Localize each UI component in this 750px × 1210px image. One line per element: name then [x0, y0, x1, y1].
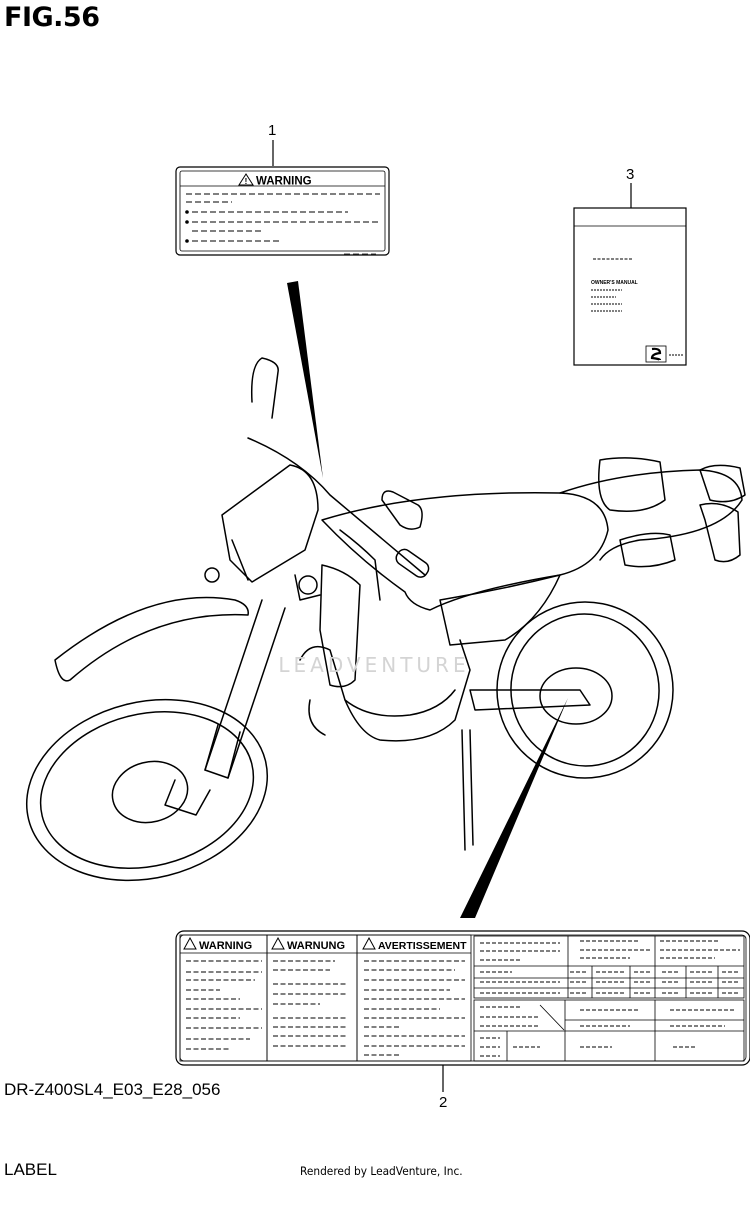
rendered-by-credit: Rendered by LeadVenture, Inc. — [300, 1164, 463, 1178]
panel-heading-warnung: WARNUNG — [287, 940, 345, 952]
label-3-owners-manual: OWNER'S MANUAL — [573, 207, 687, 366]
manual-title: OWNER'S MANUAL — [591, 280, 638, 286]
label-1-heading: WARNING — [256, 176, 312, 188]
diagram-code: DR-Z400SL4_E03_E28_056 — [4, 1080, 221, 1099]
panel-heading-warning: WARNING — [199, 940, 252, 952]
diagram-label: LABEL — [4, 1160, 57, 1179]
pointer-wedge-2 — [460, 698, 568, 918]
pointer-wedge-1 — [287, 281, 323, 478]
watermark-text: LEADVENTURE — [278, 653, 469, 677]
warning-triangle-icon — [271, 936, 285, 950]
warning-triangle-icon — [362, 936, 376, 950]
callout-number-1: 1 — [268, 122, 277, 139]
motorcycle-illustration — [25, 357, 746, 882]
warning-triangle-icon — [183, 936, 197, 950]
callout-number-2: 2 — [439, 1094, 448, 1111]
warning-triangle-icon — [238, 173, 254, 186]
panel-heading-avertissement: AVERTISSEMENT — [378, 940, 467, 952]
callout-number-3: 3 — [626, 166, 635, 183]
label-1-warning-sticker: ! WARNING — [175, 166, 390, 256]
svg-text:!: ! — [245, 177, 248, 186]
label-2-multilanguage-sticker: WARNING WARNUNG AVERTISSEMENT — [175, 930, 750, 1066]
figure-title: FIG.56 — [4, 2, 100, 33]
